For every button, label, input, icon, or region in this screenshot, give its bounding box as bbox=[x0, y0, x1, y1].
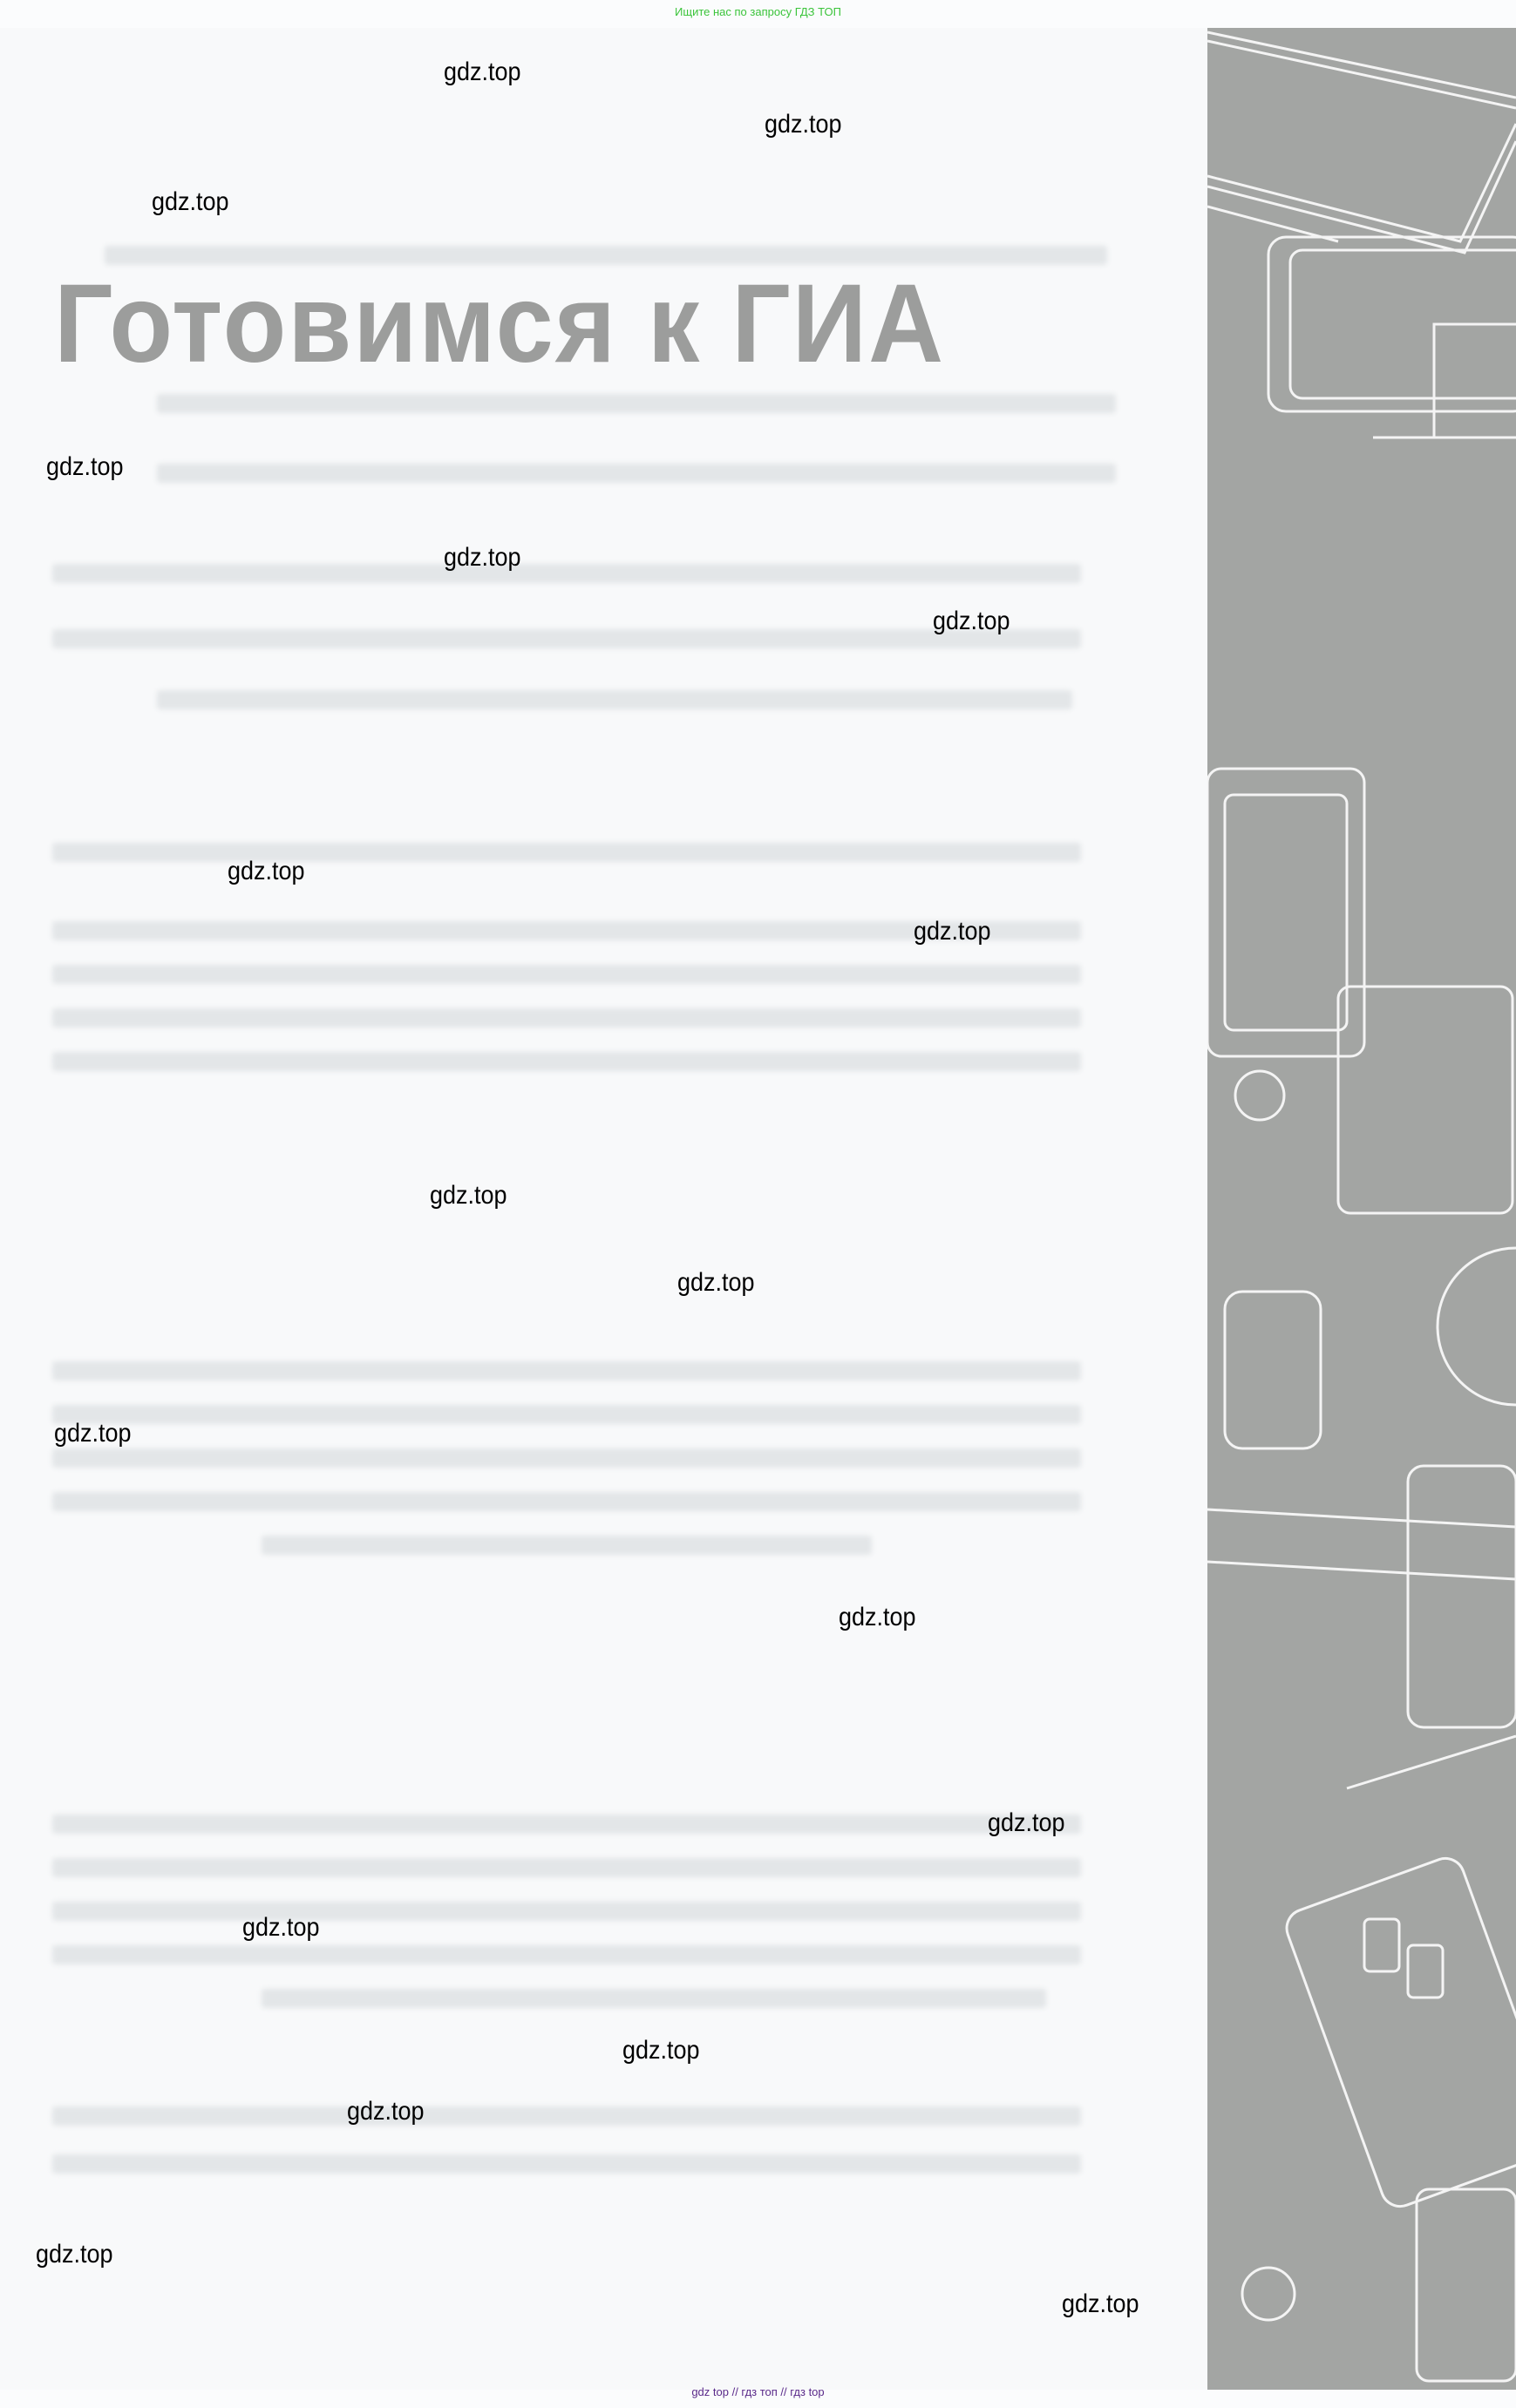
bleed-through-line bbox=[52, 965, 1081, 984]
decorative-gadget-panel bbox=[1207, 28, 1516, 2390]
watermark: gdz.top bbox=[765, 110, 842, 139]
bleed-through-line bbox=[52, 629, 1081, 648]
page-title: Готовимся к ГИА bbox=[54, 261, 945, 386]
watermark: gdz.top bbox=[839, 1603, 916, 1631]
bleed-through-line bbox=[52, 843, 1081, 862]
watermark: gdz.top bbox=[152, 187, 229, 216]
watermark: gdz.top bbox=[228, 857, 305, 885]
watermark: gdz.top bbox=[1062, 2289, 1139, 2318]
watermark: gdz.top bbox=[444, 58, 521, 86]
bleed-through-line bbox=[52, 1902, 1081, 1921]
bleed-through-line bbox=[262, 1536, 872, 1555]
bleed-through-line bbox=[52, 1945, 1081, 1964]
bleed-through-line bbox=[52, 564, 1081, 583]
bleed-through-line bbox=[52, 1052, 1081, 1071]
watermark: gdz.top bbox=[988, 1808, 1065, 1837]
watermark: gdz.top bbox=[36, 2240, 113, 2269]
footer-links[interactable]: gdz top // гдз топ // гдз top bbox=[691, 2385, 825, 2398]
bleed-through-line bbox=[52, 921, 1081, 940]
watermark: gdz.top bbox=[933, 607, 1010, 635]
watermark: gdz.top bbox=[622, 2036, 700, 2065]
watermark: gdz.top bbox=[347, 2097, 425, 2126]
watermark: gdz.top bbox=[242, 1913, 320, 1942]
watermark: gdz.top bbox=[46, 452, 124, 481]
bleed-through-line bbox=[52, 1361, 1081, 1380]
bleed-through-line bbox=[52, 2106, 1081, 2126]
textbook-page bbox=[0, 28, 1207, 2390]
bleed-through-line bbox=[105, 246, 1107, 265]
gadget-outline-illustration bbox=[1207, 31, 1516, 2383]
watermark: gdz.top bbox=[677, 1268, 755, 1297]
bleed-through-line bbox=[157, 690, 1072, 709]
bleed-through-line bbox=[157, 464, 1116, 483]
watermark: gdz.top bbox=[430, 1181, 507, 1210]
bleed-through-line bbox=[52, 1405, 1081, 1424]
bleed-through-line bbox=[157, 394, 1116, 413]
bleed-through-line bbox=[262, 1989, 1046, 2008]
bleed-through-line bbox=[52, 2154, 1081, 2174]
watermark: gdz.top bbox=[54, 1419, 132, 1448]
search-banner[interactable]: Ищите нас по запросу ГДЗ ТОП bbox=[675, 5, 841, 18]
bleed-through-line bbox=[52, 1858, 1081, 1877]
bleed-through-line bbox=[52, 1008, 1081, 1028]
watermark: gdz.top bbox=[914, 917, 991, 946]
bleed-through-line bbox=[52, 1492, 1081, 1511]
bleed-through-line bbox=[52, 1448, 1081, 1468]
watermark: gdz.top bbox=[444, 543, 521, 572]
bleed-through-line bbox=[52, 1814, 1081, 1834]
